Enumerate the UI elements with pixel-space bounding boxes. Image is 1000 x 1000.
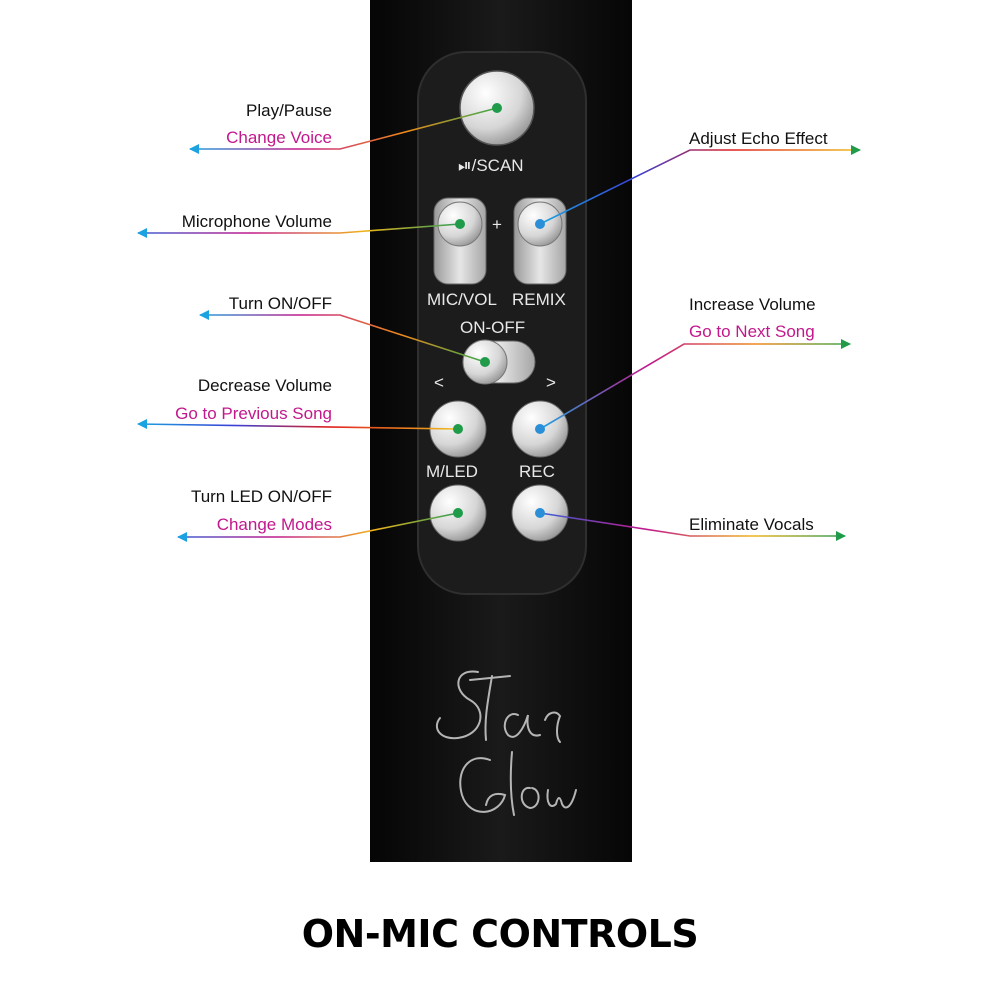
callout-change-voice: Change Voice	[226, 128, 332, 147]
callout-next-song: Go to Next Song	[689, 322, 815, 341]
callout-eliminate-vocals: Eliminate Vocals	[689, 515, 814, 534]
rec-label: REC	[519, 462, 555, 481]
arrowheads	[137, 144, 861, 542]
callout-play-pause: Play/Pause	[246, 101, 332, 120]
callout-dots	[453, 103, 545, 518]
mic-vol-slider[interactable]	[433, 197, 487, 285]
control-panel	[417, 51, 587, 595]
plus-label: +	[492, 215, 502, 234]
callout-led-toggle: Turn LED ON/OFF	[191, 487, 332, 506]
callout-echo-effect: Adjust Echo Effect	[689, 129, 828, 148]
mic-vol-label: MIC/VOL	[427, 290, 497, 309]
star-glow-logo	[435, 670, 577, 816]
callout-previous-song: Go to Previous Song	[175, 404, 332, 423]
callout-decrease-volume: Decrease Volume	[198, 376, 332, 395]
remix-label: REMIX	[512, 290, 566, 309]
callout-increase-volume: Increase Volume	[689, 295, 816, 314]
power-switch[interactable]	[462, 339, 536, 385]
callout-change-modes: Change Modes	[217, 515, 332, 534]
chevron-left-icon: <	[434, 373, 444, 392]
callout-mic-volume: Microphone Volume	[182, 212, 332, 231]
m-led-label: M/LED	[426, 462, 478, 481]
chevron-right-icon: >	[546, 373, 556, 392]
callout-turn-on-off: Turn ON/OFF	[229, 294, 332, 313]
leader-lines	[137, 107, 860, 538]
page-title: ON-MIC CONTROLS	[301, 912, 699, 956]
remix-slider[interactable]	[513, 197, 567, 285]
play-scan-label: ⏯/SCAN	[458, 156, 524, 175]
on-off-label: ON-OFF	[460, 318, 525, 337]
